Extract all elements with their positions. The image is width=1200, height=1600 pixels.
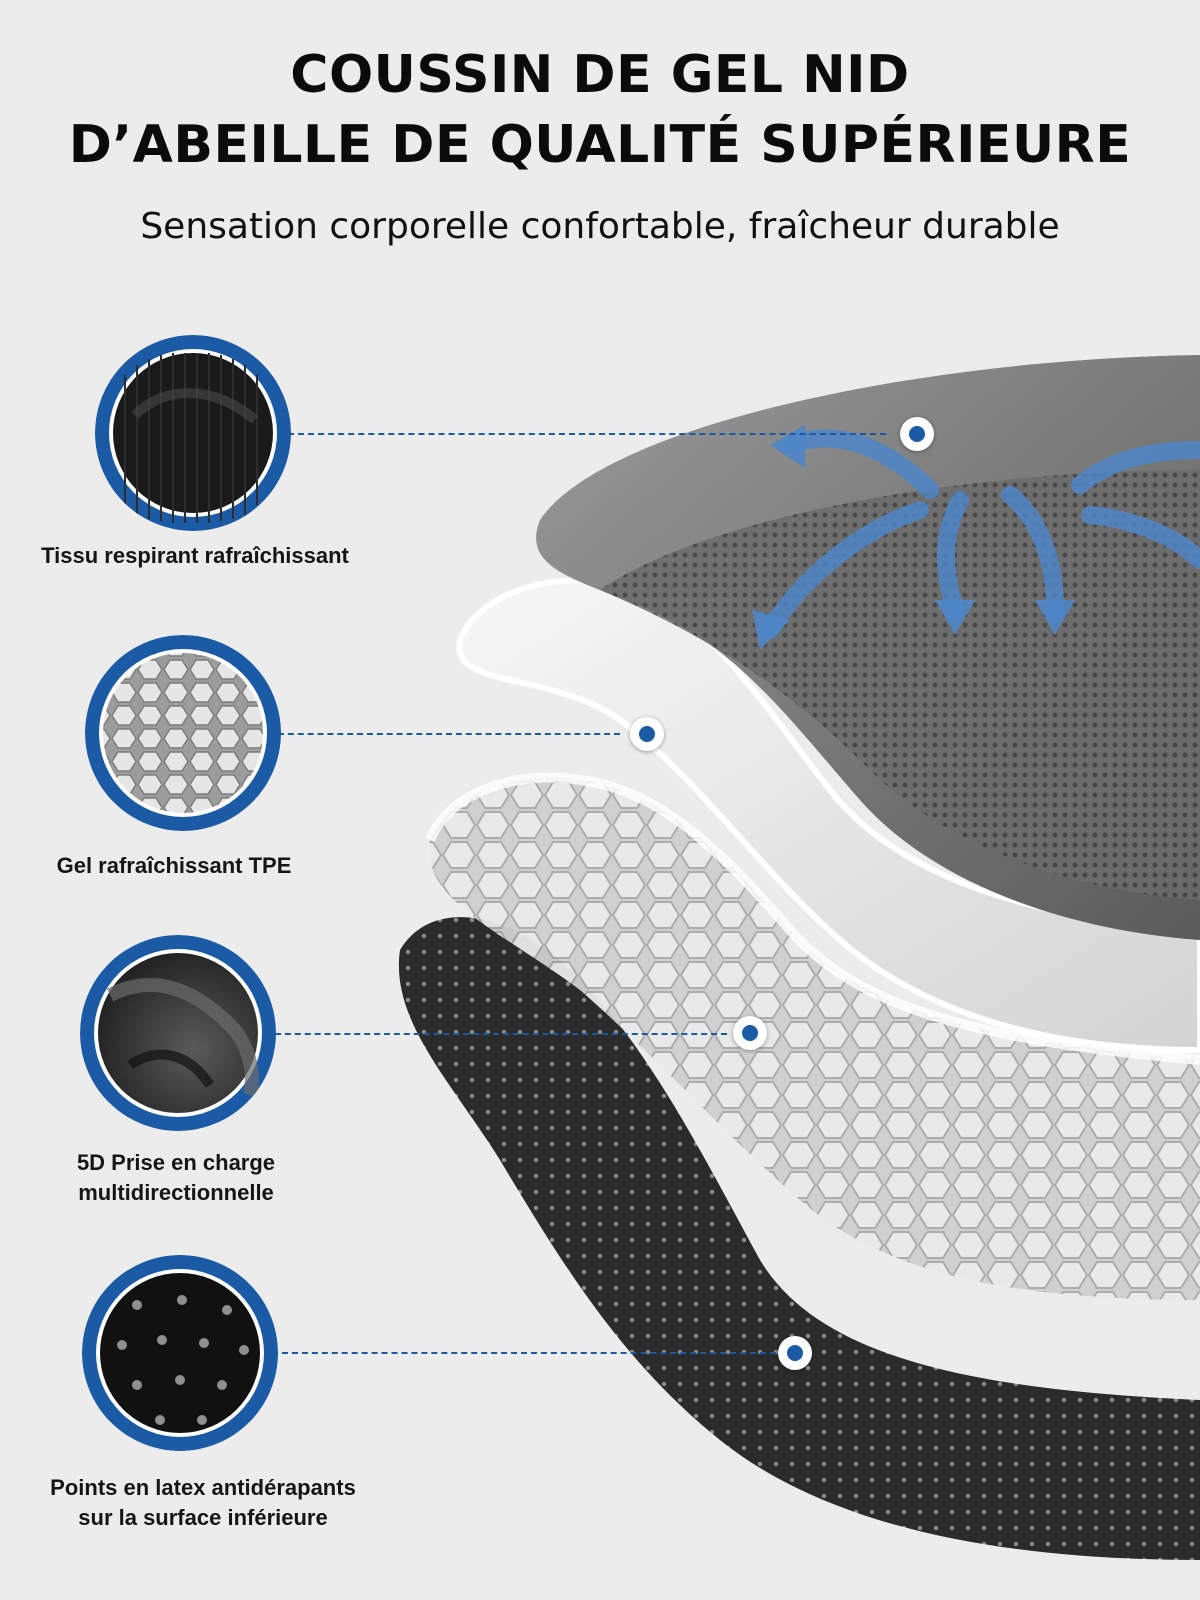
callout-dot-latex bbox=[778, 1336, 812, 1370]
page-title: COUSSIN DE GEL NID D’ABEILLE DE QUALITÉ … bbox=[0, 40, 1200, 180]
airflow-arrows bbox=[761, 429, 1200, 639]
label-breathable-fabric: Tissu respirant rafraîchissant bbox=[41, 543, 349, 568]
callout-dot-mesh bbox=[900, 417, 934, 451]
bottom-latex-layer bbox=[398, 917, 1200, 1600]
leader-line-4 bbox=[272, 1352, 776, 1354]
leader-line-3 bbox=[275, 1033, 727, 1035]
honeycomb-gel-layer bbox=[429, 777, 1200, 1300]
title-line-2: D’ABEILLE DE QUALITÉ SUPÉRIEURE bbox=[68, 115, 1132, 175]
title-line-1: COUSSIN DE GEL NID bbox=[290, 45, 910, 105]
thumb-5d-support bbox=[80, 935, 276, 1131]
leader-line-2 bbox=[278, 733, 620, 735]
thumb-latex-dots bbox=[82, 1255, 278, 1451]
leader-line-1 bbox=[288, 433, 886, 435]
callout-dot-support bbox=[733, 1016, 767, 1050]
label-5d-support: 5D Prise en charge multidirectionnelle bbox=[76, 1150, 276, 1205]
label-latex-dots: Points en latex antidérapants sur la sur… bbox=[50, 1475, 356, 1530]
thumb-breathable-fabric bbox=[95, 335, 291, 531]
page-subtitle: Sensation corporelle confortable, fraîch… bbox=[140, 206, 1060, 247]
thumb-tpe-gel bbox=[85, 635, 281, 831]
callout-dot-gel bbox=[630, 717, 664, 751]
label-tpe-gel: Gel rafraîchissant TPE bbox=[56, 853, 292, 878]
airflow-arrowheads bbox=[752, 425, 1075, 650]
